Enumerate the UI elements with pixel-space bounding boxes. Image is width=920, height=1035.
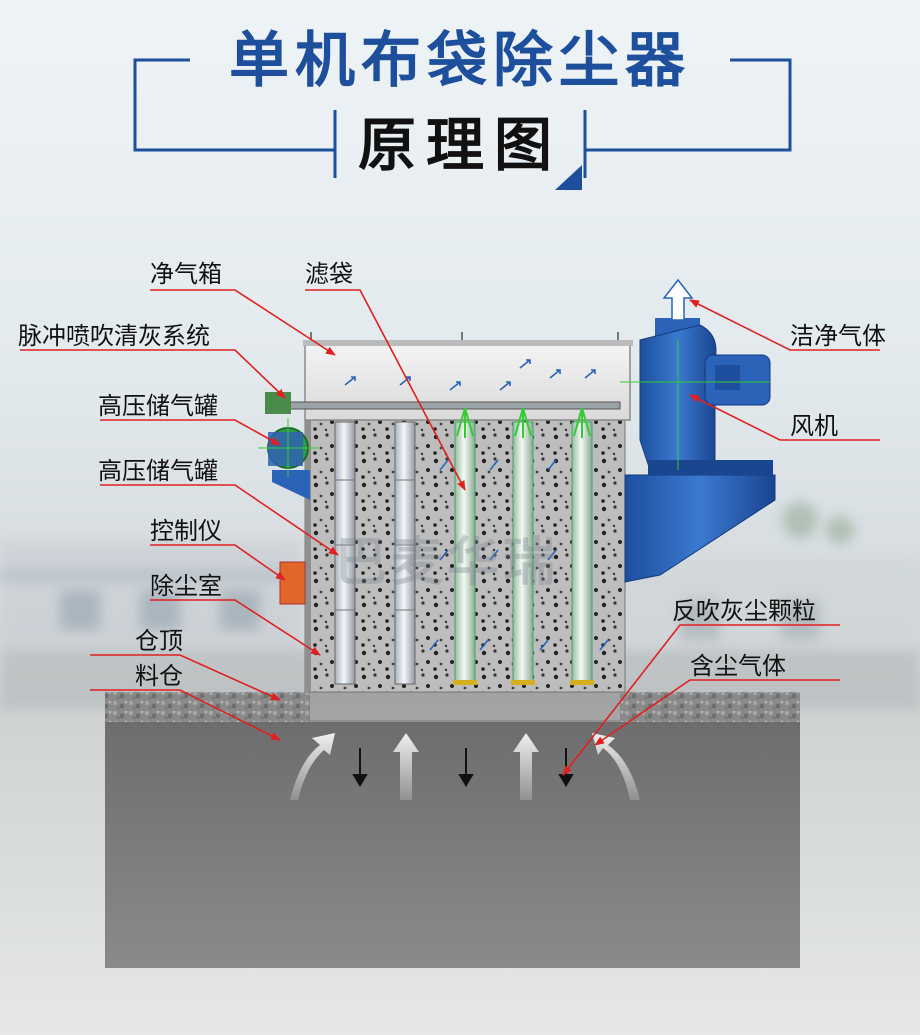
air-tank-bracket xyxy=(272,470,310,500)
label-dusty-gas: 含尘气体 xyxy=(690,652,786,680)
lifting-lugs xyxy=(310,332,619,340)
box-top-plate xyxy=(303,340,633,346)
label-dust-chamber: 除尘室 xyxy=(150,572,222,600)
label-controller: 控制仪 xyxy=(150,517,222,545)
up-arrow-icon xyxy=(513,733,539,800)
leader-lines xyxy=(20,289,880,776)
silo-body xyxy=(105,720,800,968)
fan-base xyxy=(648,460,773,475)
subtitle-corner xyxy=(555,165,582,190)
filter-bag-5 xyxy=(570,407,594,685)
up-arrow-icon xyxy=(662,278,694,321)
label-clean-gas: 洁净气体 xyxy=(790,322,886,350)
down-arrow-icon xyxy=(352,774,368,787)
page-subtitle: 原理图 xyxy=(357,111,562,179)
label-dust-particles: 反吹灰尘颗粒 xyxy=(672,597,816,625)
label-clean-air-box: 净气箱 xyxy=(150,260,222,288)
filter-bag-2 xyxy=(394,421,416,685)
label-fan: 风机 xyxy=(790,412,838,440)
controller-box xyxy=(279,561,306,605)
fan-motor-box xyxy=(715,365,740,390)
watermark: 巴麦华瑞 xyxy=(335,533,560,593)
chamber-left-wall xyxy=(305,420,311,692)
label-silo: 料仓 xyxy=(135,662,183,690)
page-title: 单机布袋除尘器 xyxy=(229,26,691,96)
silo-roof-left xyxy=(105,692,310,722)
curved-arrow-icon xyxy=(290,733,335,800)
title-frame xyxy=(133,58,792,178)
silo-flow-arrows xyxy=(290,733,640,800)
filter-bag-4 xyxy=(511,407,535,685)
airflow-arrows xyxy=(344,359,609,651)
silo-roof-right xyxy=(620,692,800,722)
fan-duct xyxy=(624,474,776,583)
label-air-tank-1: 高压储气罐 xyxy=(98,392,218,420)
silo-roof-opening xyxy=(310,692,620,722)
label-pulse-system: 脉冲喷吹清灰系统 xyxy=(18,322,210,350)
label-filter-bag: 滤袋 xyxy=(305,260,353,288)
up-arrow-icon xyxy=(393,733,419,800)
air-tank-body xyxy=(268,432,303,466)
valve-block xyxy=(265,392,291,414)
label-silo-top: 仓顶 xyxy=(135,627,183,655)
curved-arrow-icon xyxy=(592,733,640,800)
down-arrow-icon xyxy=(458,774,474,787)
fan-assembly xyxy=(620,318,773,475)
subtitle-box xyxy=(338,110,582,190)
blowpipe-header xyxy=(284,401,621,410)
label-air-tank-2: 高压储气罐 xyxy=(98,457,218,485)
